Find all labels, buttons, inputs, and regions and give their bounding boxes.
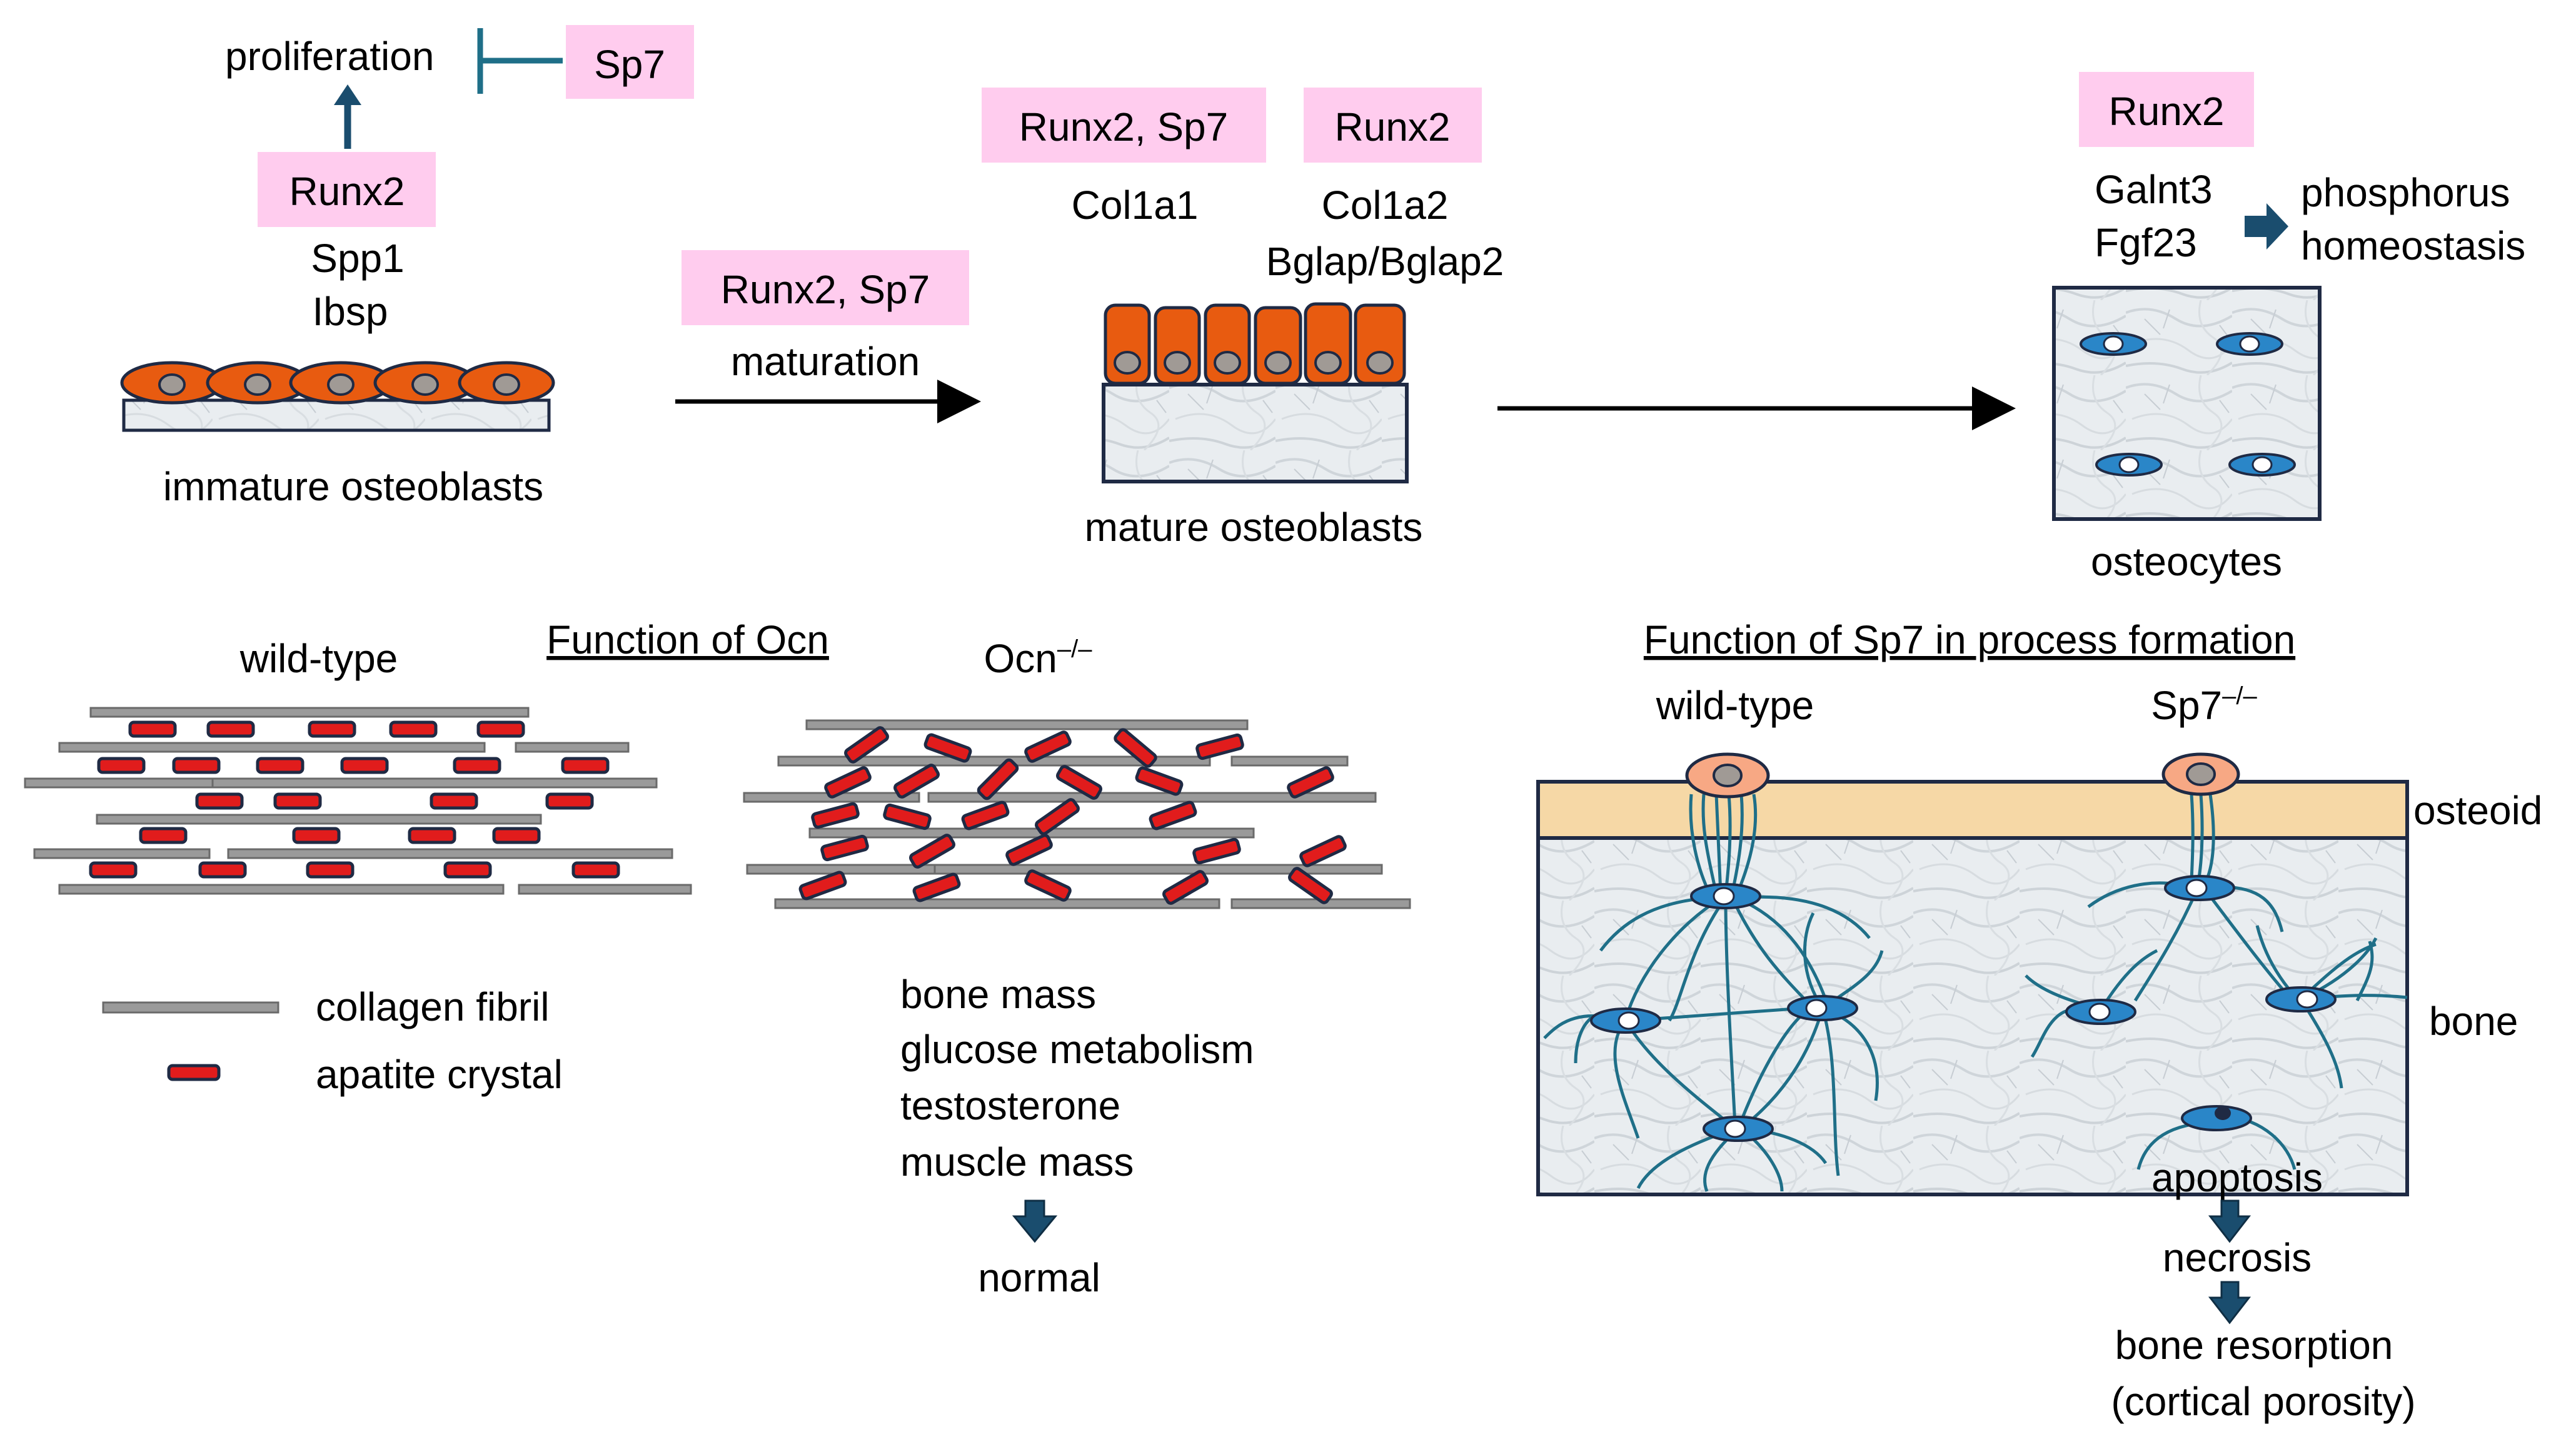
- necrosis-label: necrosis: [2163, 1235, 2312, 1280]
- maturation-label: maturation: [731, 339, 920, 384]
- immature-osteoblasts-label: immature osteoblasts: [163, 464, 543, 509]
- mature-factor-box-2: [1304, 88, 1482, 163]
- legend-collagen-label: collagen fibril: [316, 984, 550, 1029]
- mature-bone-block: [1102, 383, 1409, 483]
- knockout-apatite-crystals: [798, 726, 1347, 905]
- wild-type-collagen-fibrils: [24, 707, 692, 895]
- gene-col1a2: Col1a2: [1322, 183, 1449, 228]
- gene-bglap: Bglap/Bglap2: [1266, 239, 1504, 284]
- phosphorus-arrow: [2245, 203, 2288, 250]
- runx2-immature-box: [258, 152, 436, 227]
- mature-factor-label-1: Runx2, Sp7: [1019, 104, 1228, 149]
- outcome-normal: normal: [978, 1255, 1100, 1300]
- mature-factor-box-1: [982, 88, 1266, 163]
- immature-osteoblast-cells: [120, 361, 555, 405]
- osteocyte-cells: [2080, 332, 2296, 477]
- maturation-factor-label: Runx2, Sp7: [721, 267, 930, 312]
- cortical-porosity-label: (cortical porosity): [2111, 1379, 2415, 1424]
- osteoid-label: osteoid: [2413, 788, 2542, 833]
- sp7-bone-block: [1536, 780, 2409, 1196]
- phosphorus-label-1: phosphorus: [2301, 170, 2510, 215]
- wild-type-surface-cell: [1685, 752, 1770, 799]
- bone-label: bone: [2429, 999, 2518, 1044]
- wild-type-apatite-crystals: [89, 720, 620, 879]
- runx2-immature-label: Runx2: [289, 169, 405, 214]
- ocn-knockout-label: Ocn–/–: [984, 635, 1093, 681]
- inhibition-mark: [477, 28, 563, 94]
- osteocyte-bone-box: [2052, 286, 2322, 521]
- apoptosis-down-arrow: [2208, 1199, 2251, 1243]
- mature-osteoblast-stage: Runx2, Sp7 Runx2 Col1a1 Col1a2 Bglap/Bgl…: [982, 88, 1504, 550]
- ocn-wild-type-label: wild-type: [239, 636, 398, 681]
- mature-osteoblast-cells: [1104, 302, 1406, 385]
- mature-factor-label-2: Runx2: [1335, 104, 1451, 149]
- legend-apatite-swatch: [167, 1064, 221, 1081]
- proliferation-arrow: [334, 84, 361, 149]
- osteocyte-stage: Runx2 Galnt3 Fgf23 phosphorus homeostasi…: [2052, 72, 2525, 584]
- sp7-wild-type-label: wild-type: [1656, 683, 1814, 728]
- sp7-factor-label: Sp7: [594, 42, 665, 87]
- osteoid-layer: [1536, 780, 2409, 840]
- outcome-bone-mass: bone mass: [900, 972, 1096, 1017]
- outcome-testosterone: testosterone: [900, 1083, 1120, 1128]
- gene-col1a1: Col1a1: [1072, 183, 1199, 228]
- ocn-outcomes: bone mass glucose metabolism testosteron…: [900, 972, 1254, 1300]
- wild-type-osteocytes: [1590, 883, 1858, 1142]
- bone-resorption-label: bone resorption: [2115, 1323, 2393, 1368]
- ocn-legend: collagen fibril apatite crystal: [102, 984, 563, 1097]
- gene-ibsp: Ibsp: [313, 289, 388, 334]
- outcome-glucose: glucose metabolism: [900, 1027, 1254, 1072]
- mature-osteoblasts-label: mature osteoblasts: [1085, 505, 1423, 550]
- knockout-surface-cell: [2161, 752, 2240, 796]
- immature-bone-strip: [122, 398, 551, 432]
- knockout-osteocytes: [2065, 875, 2337, 1131]
- outcome-down-arrow: [1012, 1199, 1058, 1243]
- phosphorus-label-2: homeostasis: [2301, 223, 2525, 268]
- legend-collagen-swatch: [102, 1001, 279, 1014]
- proliferation-label: proliferation: [225, 34, 434, 79]
- osteocyte-factor-box: [2079, 72, 2254, 147]
- gene-galnt3: Galnt3: [2095, 167, 2213, 212]
- osteocytes-label: osteocytes: [2091, 539, 2282, 584]
- gene-fgf23: Fgf23: [2095, 220, 2197, 265]
- outcome-muscle-mass: muscle mass: [900, 1139, 1134, 1184]
- maturation-step: Runx2, Sp7 maturation: [675, 250, 981, 423]
- legend-apatite-label: apatite crystal: [316, 1052, 563, 1097]
- sp7-function-section: Function of Sp7 in process formation wil…: [1536, 617, 2542, 1424]
- sp7-knockout-label: Sp7–/–: [2151, 682, 2257, 728]
- maturation-factor-box: [682, 250, 969, 325]
- necrosis-down-arrow: [2208, 1281, 2251, 1325]
- immature-osteoblast-stage: proliferation Sp7 Runx2 Spp1 Ibsp imm: [120, 25, 694, 509]
- ocn-function-section: Function of Ocn wild-type Ocn–/–: [24, 617, 1411, 1300]
- ocn-section-title: Function of Ocn: [546, 617, 829, 662]
- wild-type-canaliculi: [1543, 794, 1884, 1192]
- osteocyte-factor-label: Runx2: [2109, 89, 2225, 134]
- gene-spp1: Spp1: [311, 236, 404, 281]
- knockout-collagen-fibrils: [743, 719, 1411, 909]
- apoptosis-label: apoptosis: [2151, 1155, 2323, 1200]
- sp7-factor-box: [566, 25, 694, 99]
- sp7-section-title: Function of Sp7 in process formation: [1644, 617, 2295, 662]
